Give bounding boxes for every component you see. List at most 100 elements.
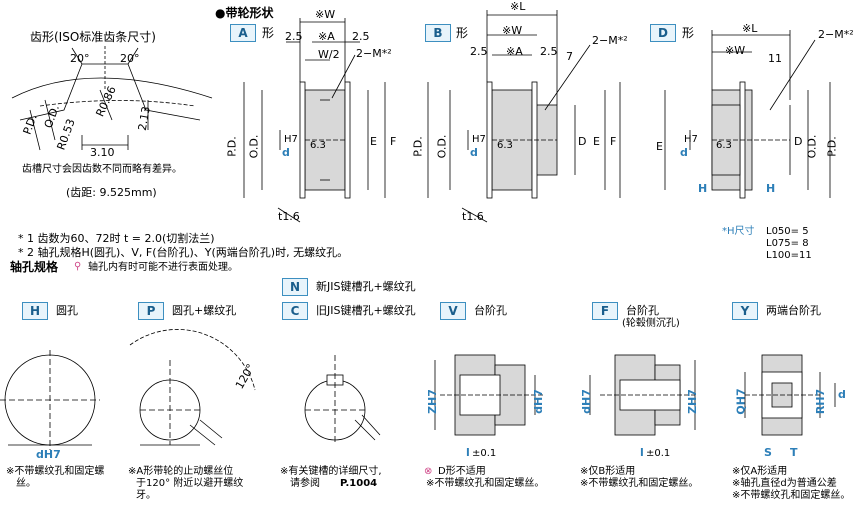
b-f: F bbox=[610, 135, 617, 148]
badge-bore-p: P bbox=[138, 302, 164, 320]
bore-y-label: 两端台阶孔 bbox=[766, 304, 821, 317]
a-od: O.D. bbox=[247, 134, 261, 159]
bore-y-q: QH7 bbox=[734, 388, 748, 415]
bore-h-note-2: 丝。 bbox=[16, 478, 36, 489]
bore-c-note-2: 请参阅 bbox=[290, 478, 320, 489]
b-25l: 2.5 bbox=[470, 45, 488, 58]
a-d: d bbox=[282, 146, 290, 159]
a-rough: 6.3 bbox=[310, 140, 326, 151]
b-dD: D bbox=[578, 135, 587, 148]
badge-shape-a: A bbox=[230, 24, 256, 42]
bore-f-d: dH7 bbox=[579, 389, 593, 414]
d-11: 11 bbox=[768, 52, 782, 65]
badge-bore-h: H bbox=[22, 302, 48, 320]
bore-v-label: 台阶孔 bbox=[474, 304, 507, 317]
bore-c-label: 旧JIS键槽孔+螺纹孔 bbox=[316, 304, 416, 317]
a-pd: P.D. bbox=[225, 136, 239, 157]
b-h7: H7 bbox=[472, 134, 486, 145]
bore-y-r: RH7 bbox=[814, 388, 828, 415]
a-m: 2−M*² bbox=[356, 47, 392, 60]
h-size-label: *H尺寸 bbox=[722, 226, 755, 237]
bore-v-warning-icon: ⊗ bbox=[424, 466, 433, 477]
bore-f-sub: (轮毂侧沉孔) bbox=[622, 318, 680, 329]
badge-shape-d: D bbox=[650, 24, 676, 42]
bore-f-tol: ±0.1 bbox=[646, 448, 671, 459]
bore-y-d: d bbox=[838, 388, 846, 401]
a-e: E bbox=[370, 135, 377, 148]
a-w2: W/2 bbox=[318, 48, 340, 61]
bore-spec-title: 轴孔规格 bbox=[10, 260, 59, 274]
bore-p-note-2: 于120° 附近以避开螺纹 bbox=[136, 478, 244, 489]
h-size-row-2: L075= 8 bbox=[766, 238, 809, 249]
h-size-row-3: L100=11 bbox=[766, 250, 812, 261]
b-7: 7 bbox=[566, 50, 573, 63]
d-d: d bbox=[680, 146, 688, 159]
a-f: F bbox=[390, 135, 397, 148]
tooth-profile-title: 齿形(ISO标准齿条尺寸) bbox=[30, 30, 156, 44]
bore-spec-icon: ⚲ bbox=[74, 261, 82, 272]
bore-h-label: 圆孔 bbox=[56, 304, 78, 317]
d-w: ※W bbox=[725, 44, 746, 57]
a-a: ※A bbox=[318, 30, 335, 43]
h-size-row-1: L050= 5 bbox=[766, 226, 809, 237]
bore-p-label: 圆孔+螺纹孔 bbox=[172, 304, 237, 317]
pulley-shape-title: ●带轮形状 bbox=[215, 6, 274, 20]
b-a: ※A bbox=[506, 45, 523, 58]
b-d: d bbox=[470, 146, 478, 159]
badge-shape-b: B bbox=[425, 24, 451, 42]
bore-c-ref[interactable]: P.1004 bbox=[340, 478, 378, 489]
pitch-label: (齿距: 9.525mm) bbox=[66, 186, 157, 199]
b-w: ※W bbox=[502, 24, 523, 37]
bore-h-dim: dH7 bbox=[36, 448, 61, 461]
bore-v-z: ZH7 bbox=[425, 389, 439, 414]
bore-y-note-3: ※不带螺纹孔和固定螺丝。 bbox=[732, 490, 851, 501]
tooth-note: 齿槽尺寸会因齿数不同而略有差异。 bbox=[22, 164, 182, 175]
badge-bore-n: N bbox=[282, 278, 308, 296]
bore-p-note-3: 牙。 bbox=[136, 490, 156, 501]
bore-v-d: dH7 bbox=[531, 389, 545, 414]
footnote-1: * 1 齿数为60、72时 t = 2.0(切割法兰) bbox=[18, 232, 215, 245]
bore-v-note-2: ※不带螺纹孔和固定螺丝。 bbox=[426, 478, 545, 489]
b-25r: 2.5 bbox=[540, 45, 558, 58]
d-e: E bbox=[656, 140, 663, 153]
angle-right-label: 20° bbox=[120, 52, 140, 65]
a-25l: 2.5 bbox=[285, 30, 303, 43]
bore-y-s: S bbox=[764, 446, 772, 459]
bore-f-z: ZH7 bbox=[685, 389, 699, 414]
a-h7: H7 bbox=[284, 134, 298, 145]
bore-n-label: 新JIS键槽孔+螺纹孔 bbox=[316, 280, 416, 293]
bore-v-l: l bbox=[466, 446, 470, 459]
d-od: O.D. bbox=[805, 134, 819, 159]
bore-c-note-1: ※有关键槽的详细尺寸, bbox=[280, 466, 382, 477]
d-h-left: H bbox=[698, 182, 708, 195]
d-m: 2−M*² bbox=[818, 28, 854, 41]
b-m: 2−M*² bbox=[592, 34, 628, 47]
shape-d-suffix: 形 bbox=[682, 26, 695, 40]
bore-y-t: T bbox=[790, 446, 798, 459]
bore-y-note-1: ※仅A形适用 bbox=[732, 466, 788, 477]
badge-bore-c: C bbox=[282, 302, 308, 320]
shape-a-suffix: 形 bbox=[262, 26, 275, 40]
a-t: t1.6 bbox=[278, 210, 300, 223]
bore-spec-note: 轴孔内有时可能不进行表面处理。 bbox=[88, 262, 238, 273]
footnote-2: * 2 轴孔规格H(圆孔)、V, F(台阶孔)、Y(两端台阶孔)时, 无螺纹孔。 bbox=[18, 246, 349, 259]
bore-f-note-1: ※仅B形适用 bbox=[580, 466, 636, 477]
b-od: O.D. bbox=[435, 134, 449, 159]
badge-bore-y: Y bbox=[732, 302, 758, 320]
bore-f-l: l bbox=[640, 446, 644, 459]
d-l: ※L bbox=[742, 22, 758, 35]
b-l: ※L bbox=[510, 0, 526, 13]
bore-y-note-2: ※轴孔直径d为普通公差 bbox=[732, 478, 837, 489]
b-t: t1.6 bbox=[462, 210, 484, 223]
a-w: ※W bbox=[315, 8, 336, 21]
b-e: E bbox=[593, 135, 600, 148]
bore-v-tol: ±0.1 bbox=[472, 448, 497, 459]
angle-left-label: 20° bbox=[70, 52, 90, 65]
b-rough: 6.3 bbox=[497, 140, 513, 151]
bore-f-label: 台阶孔 bbox=[626, 304, 659, 317]
badge-bore-f: F bbox=[592, 302, 618, 320]
bore-p-note-1: ※A形带轮的止动螺丝位 bbox=[128, 466, 234, 477]
badge-bore-v: V bbox=[440, 302, 466, 320]
bore-h-note-1: ※不带螺纹孔和固定螺 bbox=[6, 466, 105, 477]
